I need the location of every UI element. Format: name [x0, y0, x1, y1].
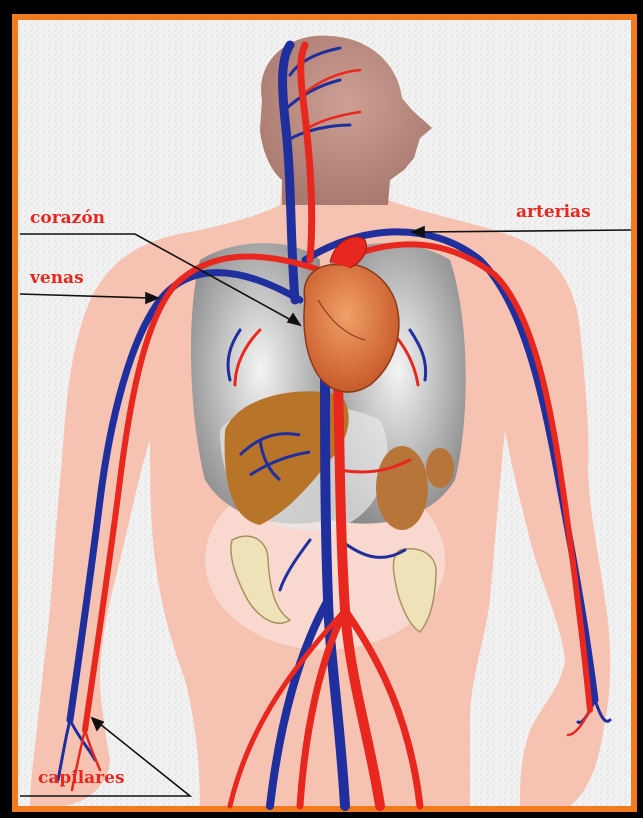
label-heart: corazón [30, 208, 105, 228]
label-veins: venas [30, 268, 84, 288]
label-arteries: arterias [516, 202, 591, 222]
kidney [376, 446, 428, 530]
label-capillaries: capilares [38, 768, 125, 788]
spleen [426, 448, 454, 488]
